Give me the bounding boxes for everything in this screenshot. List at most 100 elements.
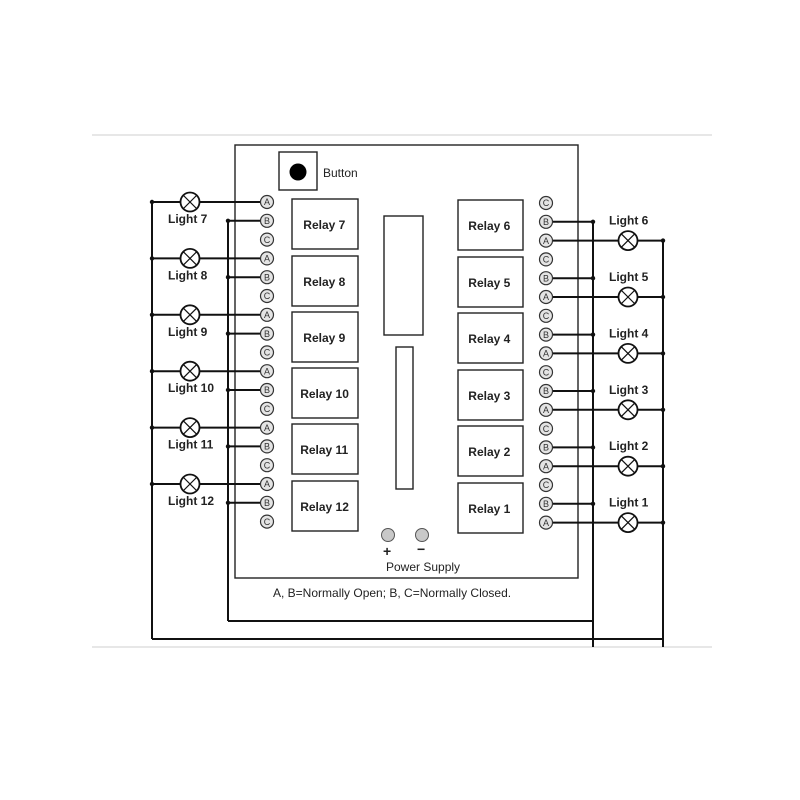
relay-box-11	[291, 423, 359, 475]
terminal-a-relay-6: A	[538, 233, 554, 248]
relay-box-3	[457, 369, 524, 421]
light-label-3: Light 3	[609, 383, 649, 397]
relay-label-9: Relay 9	[303, 331, 345, 345]
terminal-c-relay-5: C	[538, 252, 554, 267]
lamp-icon-light-3	[617, 399, 639, 421]
terminal-a-relay-8: A	[259, 251, 275, 266]
relay-box-9	[291, 311, 359, 363]
terminal-a-relay-11: A	[259, 420, 275, 435]
light-label-4: Light 4	[609, 326, 649, 340]
svg-text:C: C	[264, 460, 271, 470]
svg-text:B: B	[264, 272, 270, 282]
svg-text:B: B	[264, 442, 270, 452]
light-label-10: Light 10	[168, 381, 214, 395]
terminal-a-relay-7: A	[259, 194, 275, 210]
lamp-icon-light-8	[179, 247, 201, 269]
light-label-11: Light 11	[168, 438, 214, 452]
terminal-b-relay-10: B	[259, 382, 275, 398]
terminal-b-relay-5: B	[538, 271, 554, 286]
svg-text:C: C	[264, 291, 271, 301]
relay-label-2: Relay 2	[468, 445, 510, 459]
svg-text:B: B	[543, 217, 549, 227]
relay-box-6	[457, 199, 524, 251]
terminal-b-relay-4: B	[538, 327, 554, 342]
lamp-icon-light-4	[617, 342, 639, 364]
relay-box-8	[291, 255, 359, 307]
svg-text:B: B	[543, 499, 549, 509]
terminal-b-relay-12: B	[259, 495, 275, 510]
svg-text:A: A	[264, 479, 270, 489]
svg-text:C: C	[543, 198, 550, 208]
svg-text:A: A	[264, 423, 270, 433]
relay-label-6: Relay 6	[468, 219, 510, 233]
power-supply-label: Power Supply	[386, 560, 460, 574]
svg-text:B: B	[543, 443, 549, 453]
relay-box-2	[457, 425, 524, 477]
lamp-icon-light-5	[617, 286, 639, 308]
relay-box-5	[457, 256, 524, 308]
svg-text:C: C	[543, 424, 550, 434]
svg-text:A: A	[264, 310, 270, 320]
terminal-a-relay-2: A	[538, 459, 554, 474]
relay-label-4: Relay 4	[468, 332, 510, 346]
light-label-8: Light 8	[168, 268, 208, 282]
outer-wires	[151, 202, 664, 647]
svg-text:A: A	[543, 518, 549, 528]
svg-text:B: B	[264, 216, 270, 226]
relay-label-12: Relay 12	[300, 500, 349, 514]
center-bar-top	[383, 215, 424, 336]
svg-text:C: C	[543, 480, 550, 490]
svg-text:C: C	[264, 517, 271, 527]
light-label-12: Light 12	[168, 494, 214, 508]
relay-label-10: Relay 10	[300, 387, 349, 401]
lamp-icon-light-1	[617, 512, 639, 533]
svg-text:A: A	[543, 461, 549, 471]
lamp-icon-light-6	[617, 230, 639, 252]
terminal-b-relay-1: B	[538, 496, 554, 511]
terminal-b-relay-3: B	[538, 383, 554, 399]
lamp-icon-light-10	[179, 360, 201, 382]
terminal-a-relay-9: A	[259, 307, 275, 322]
terminal-c-relay-12: C	[259, 514, 275, 529]
terminal-a-relay-5: A	[538, 289, 554, 305]
center-bar-bottom	[395, 346, 414, 490]
terminal-c-relay-4: C	[538, 308, 554, 323]
svg-text:A: A	[264, 366, 270, 376]
svg-text:C: C	[543, 367, 550, 377]
terminal-a-relay-10: A	[259, 364, 275, 379]
light-label-1: Light 1	[609, 496, 649, 510]
relay-label-7: Relay 7	[303, 218, 345, 232]
terminal-b-relay-2: B	[538, 440, 554, 455]
terminal-a-relay-3: A	[538, 402, 554, 417]
relay-label-5: Relay 5	[468, 276, 510, 290]
relay-box-7	[291, 198, 359, 250]
relay-box-12	[291, 480, 359, 532]
lamp-icon-light-12	[179, 473, 201, 495]
push-button[interactable]	[289, 163, 307, 181]
svg-text:A: A	[264, 197, 270, 207]
terminal-a-relay-4: A	[538, 346, 554, 361]
power-minus-terminal	[415, 528, 429, 542]
lamp-icon-light-2	[617, 455, 639, 477]
terminal-c-relay-11: C	[259, 458, 275, 473]
relay-label-8: Relay 8	[303, 275, 345, 289]
power-plus-sign: +	[383, 543, 391, 559]
terminal-b-relay-11: B	[259, 439, 275, 454]
power-minus-sign: −	[417, 541, 425, 557]
terminal-c-relay-10: C	[259, 401, 275, 416]
terminal-b-relay-8: B	[259, 270, 275, 285]
terminal-c-relay-8: C	[259, 288, 275, 304]
svg-text:C: C	[264, 235, 271, 245]
terminal-a-relay-12: A	[259, 476, 275, 492]
svg-text:B: B	[543, 386, 549, 396]
lamp-icon-light-9	[179, 304, 201, 326]
relay-box-4	[457, 312, 524, 364]
lamp-icon-light-11	[179, 417, 201, 439]
terminal-b-relay-9: B	[259, 326, 275, 341]
svg-text:C: C	[543, 311, 550, 321]
svg-text:B: B	[543, 330, 549, 340]
terminal-c-relay-3: C	[538, 365, 554, 380]
light-label-6: Light 6	[609, 214, 649, 228]
svg-text:C: C	[264, 404, 271, 414]
